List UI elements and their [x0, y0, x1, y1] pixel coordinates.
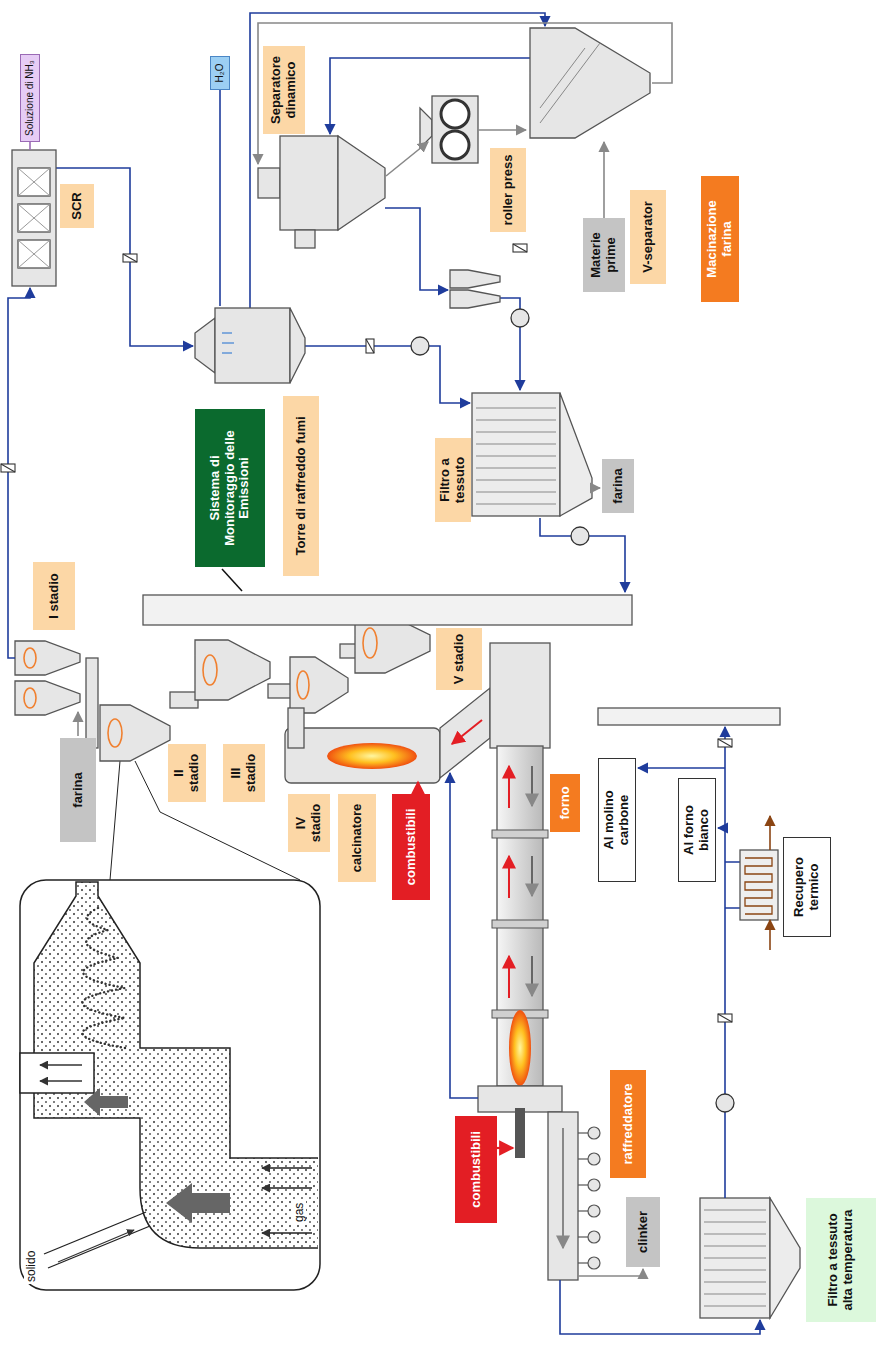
node-text: Filtro a tessuto	[438, 443, 468, 517]
equipment-label: roller press	[490, 148, 526, 232]
node-text: Al forno bianco	[682, 784, 712, 876]
node-text: farina	[611, 468, 626, 503]
node-text: V-separator	[641, 201, 656, 273]
destination-box: Al forno bianco	[678, 778, 716, 882]
stage-label: V stadio	[436, 628, 482, 690]
stage-label: III stadio	[223, 744, 265, 802]
fuel-box: combustibili	[392, 794, 430, 900]
node-text: Torre di raffreddo fumi	[294, 416, 309, 555]
equipment-label: V-separator	[630, 190, 666, 284]
node-text: Separatore dinamico	[269, 51, 299, 129]
equipment-label: Separatore dinamico	[263, 46, 305, 134]
spray-nozzles	[222, 333, 234, 353]
node-text: Materie prime	[589, 223, 619, 287]
stage-label: IV stadio	[288, 794, 330, 852]
equipment-label: Filtro a tessuto	[435, 438, 471, 522]
node-text: combustibili	[404, 809, 419, 886]
material-label: clinker	[626, 1197, 660, 1267]
node-text: Macinazione farina	[705, 181, 735, 297]
valves	[1, 244, 732, 1022]
reagent-line	[29, 142, 31, 150]
stage-label: II stadio	[168, 744, 206, 802]
equipment-box: Recupero termico	[783, 837, 831, 937]
material-label: farina	[602, 459, 634, 513]
node-text: Soluzione di NH₃	[24, 60, 36, 136]
tertiary-air-line	[450, 773, 478, 1098]
node-text: II stadio	[172, 749, 202, 797]
reagent-box: Soluzione di NH₃	[20, 54, 40, 142]
node-text: forno	[558, 786, 573, 819]
cyclone-swirls	[24, 628, 377, 747]
node-text: H₂O	[214, 64, 226, 83]
gas-lines	[8, 13, 760, 1334]
node-text: Filtro a tessuto alta temperatura	[826, 1203, 856, 1317]
gas-flow-arrow	[452, 720, 482, 744]
material-label: Materie prime	[583, 218, 625, 292]
node-text: IV stadio	[294, 799, 324, 847]
stage-label: I stadio	[33, 562, 75, 630]
equipment-label: SCR	[60, 184, 94, 228]
raw-mill-equipment	[12, 28, 650, 516]
heat-exchanger	[740, 816, 778, 950]
fuel-box: combustibili	[455, 1116, 497, 1223]
section-label: forno	[550, 774, 580, 832]
material-label: farina	[60, 738, 96, 842]
equipment-label: calcinatore	[338, 794, 376, 882]
node-text: Recupero termico	[792, 843, 822, 931]
node-text: Al molino carbone	[602, 764, 632, 876]
node-text: V stadio	[452, 634, 467, 685]
destination-box: Al molino carbone	[598, 758, 636, 882]
node-text: combustibili	[469, 1131, 484, 1208]
fuel-line	[497, 1147, 513, 1149]
node-text: roller press	[501, 155, 516, 226]
equipment-label: Filtro a tessuto alta temperatura	[806, 1198, 876, 1322]
node-text: SCR	[70, 192, 85, 219]
section-label: raffreddatore	[610, 1070, 646, 1178]
inset-label: solido	[24, 1249, 38, 1284]
distribution-header	[598, 708, 780, 725]
material-lines	[78, 23, 672, 736]
high-temperature-filter	[700, 1198, 800, 1318]
node-text: clinker	[636, 1211, 651, 1253]
node-text: Sistema di Monitoraggio delle Emissioni	[208, 414, 253, 562]
calciner-flame	[327, 743, 417, 769]
leader-line	[222, 569, 242, 591]
equipment-label: Torre di raffreddo fumi	[283, 396, 319, 576]
node-text: farina	[71, 772, 86, 807]
node-text: I stadio	[47, 573, 62, 619]
system-box: Sistema di Monitoraggio delle Emissioni	[195, 409, 265, 567]
node-text: calcinatore	[350, 804, 365, 873]
node-text: III stadio	[229, 749, 259, 797]
section-label: Macinazione farina	[701, 176, 739, 302]
node-text: raffreddatore	[621, 1084, 636, 1165]
inset-label: gas	[292, 1201, 306, 1224]
fuel-line	[417, 782, 419, 794]
water-box: H₂O	[210, 56, 230, 90]
